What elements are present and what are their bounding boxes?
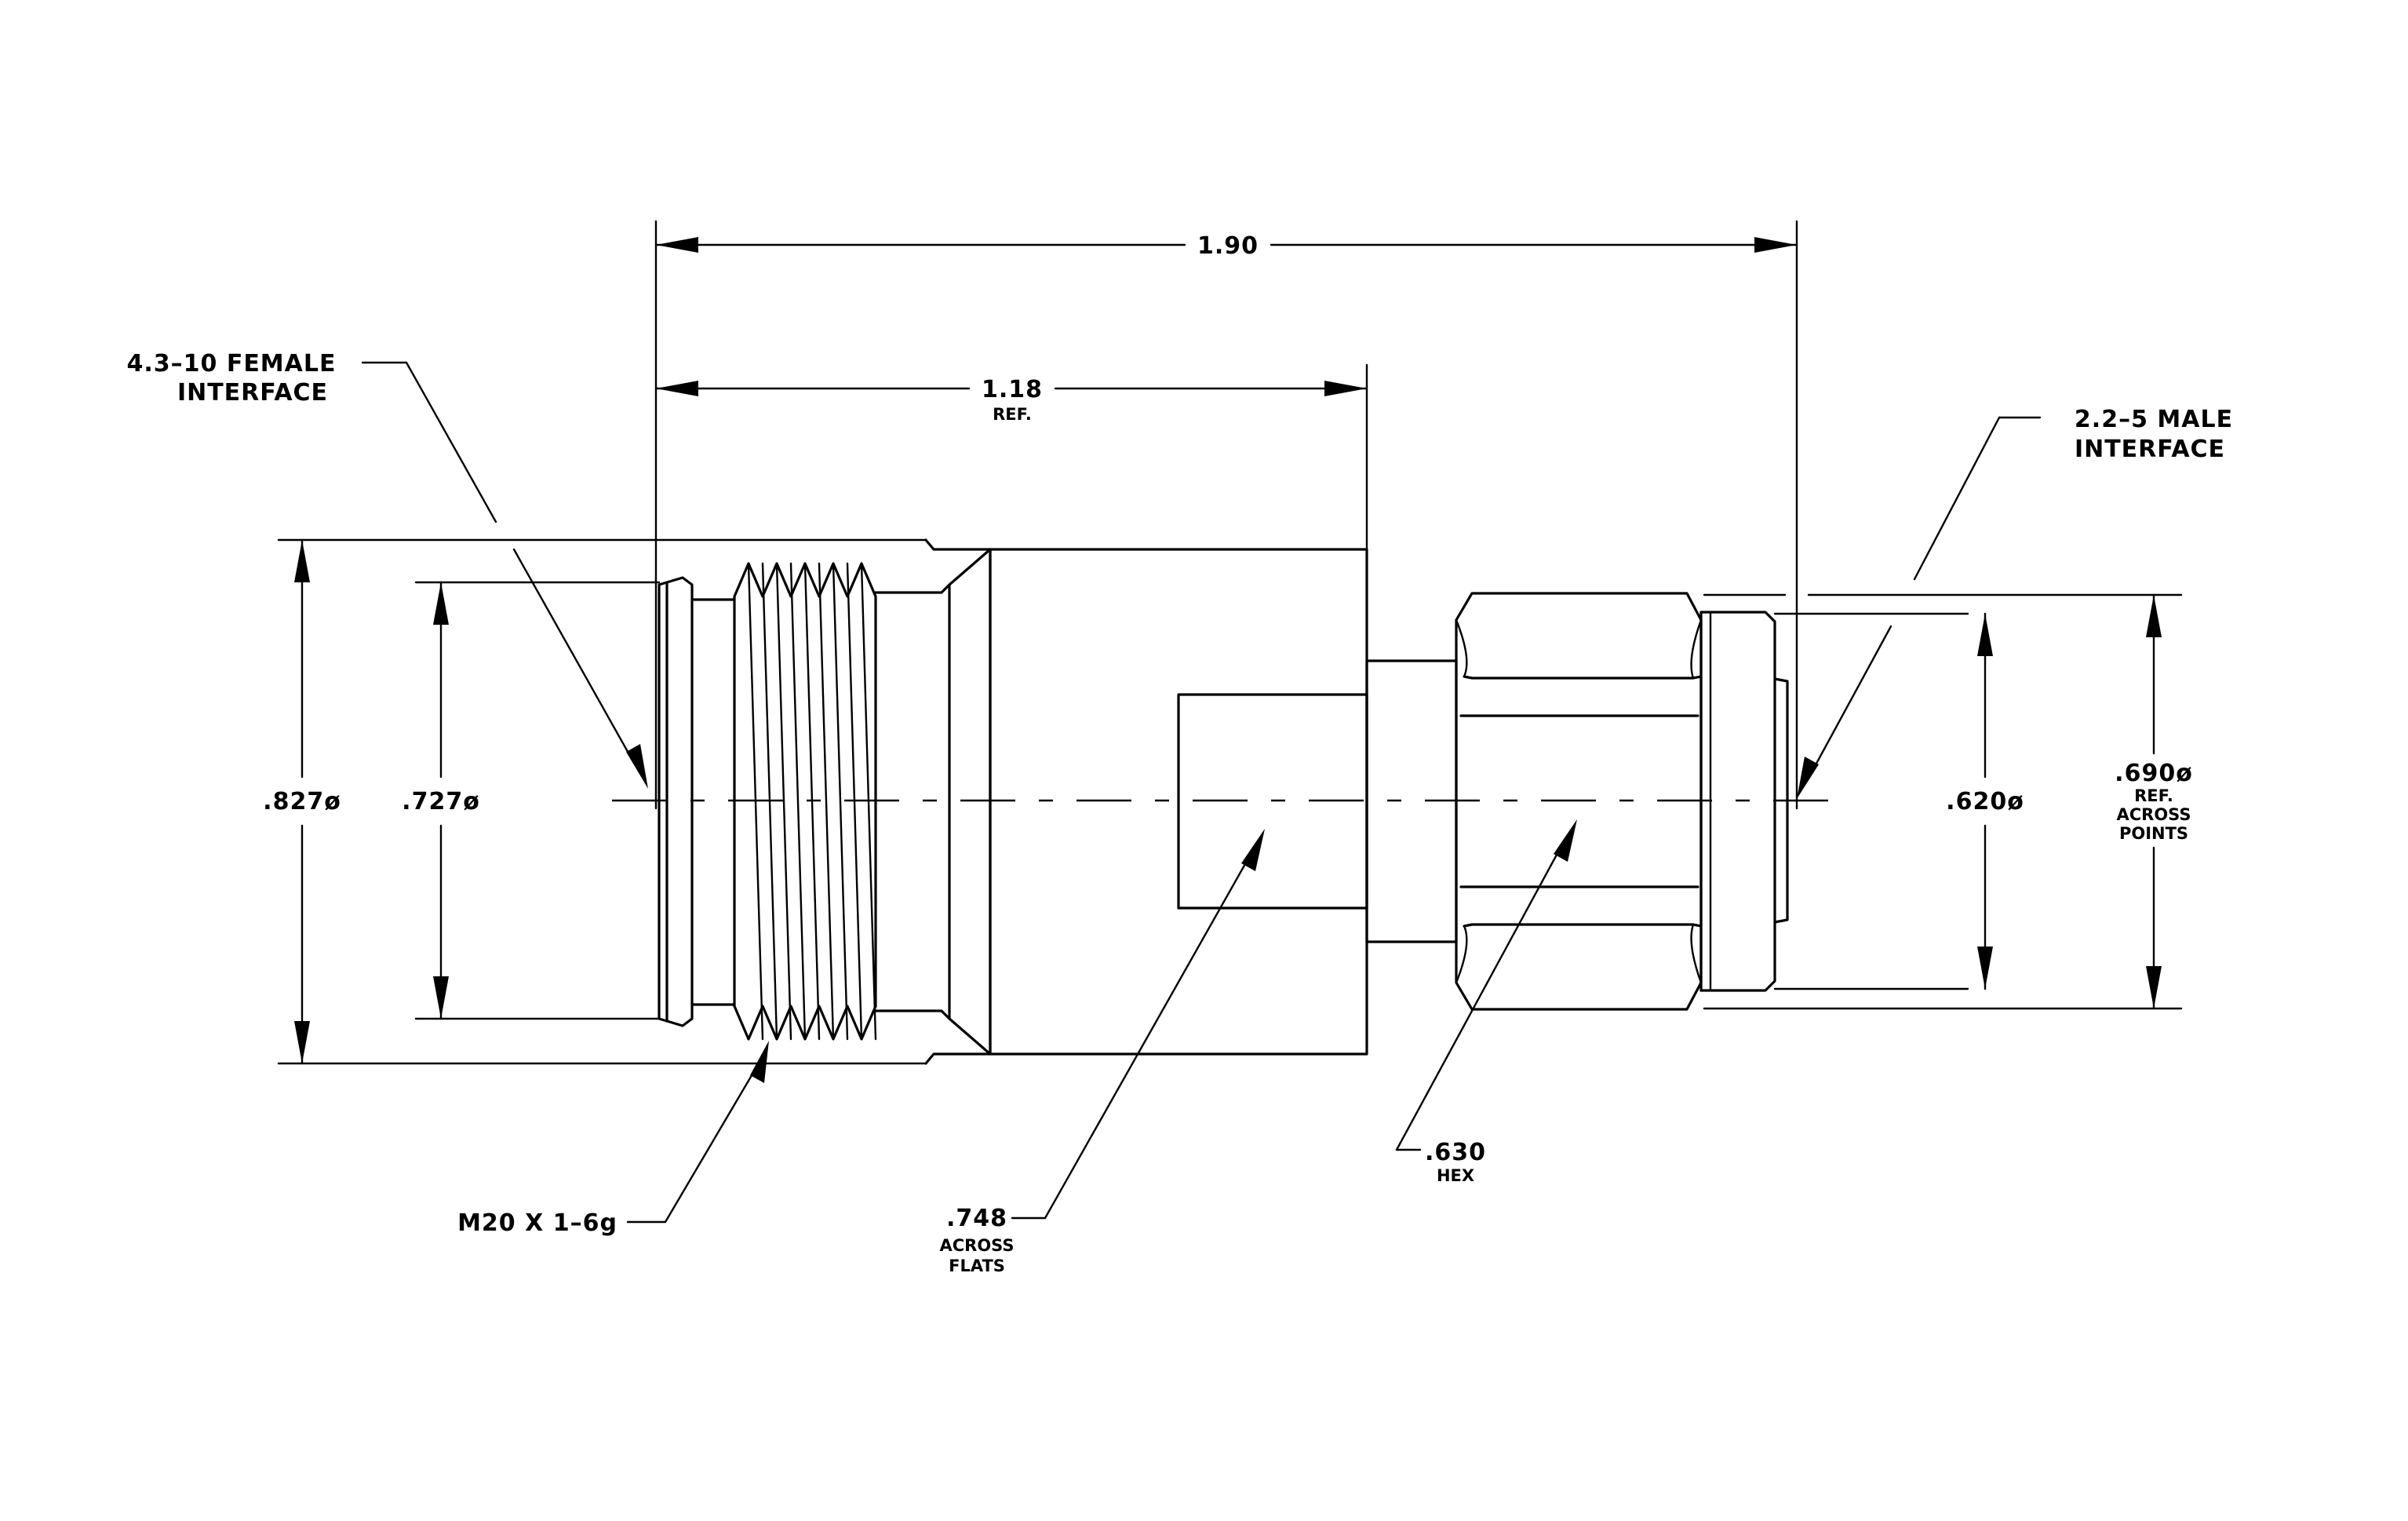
female-interface-line2: INTERFACE [177,379,328,407]
dim-body-length: 1.18 REF. [654,376,1368,424]
male-interface-line2: INTERFACE [2075,436,2225,463]
female-interface-flange [658,576,694,1027]
across-flats-value: .748 [946,1205,1007,1232]
outer-diameter-label: .827ø [263,788,341,815]
male-diameter-label: .620ø [1946,788,2024,815]
callout-across-flats: .748 ACROSS FLATS [940,829,1265,1275]
inner-diameter-label: .727ø [402,788,480,815]
dim-overall-length: 1.90 [654,232,1798,260]
dim-outer-diameter: .827ø [263,538,341,1065]
thread-label: M20 X 1–6g [457,1209,617,1237]
connector-body [658,538,1789,1065]
dim-hex-points: .690ø REF. ACROSS POINTS [2115,593,2193,1010]
dim-male-diameter: .620ø [1946,612,2024,990]
hex-points-label: .690ø [2115,760,2193,787]
dim-inner-diameter: .727ø [402,581,480,1020]
male-interface-line1: 2.2–5 MALE [2075,406,2233,433]
hex-points-points: POINTS [2119,824,2188,843]
callout-female-interface: 4.3–10 FEMALE INTERFACE [126,350,648,789]
hex-nut [1455,592,1703,1011]
female-interface-line1: 4.3–10 FEMALE [126,350,336,378]
across-flats-line3: FLATS [949,1257,1005,1275]
hex-points-across: ACROSS [2117,805,2191,824]
hex-line2: HEX [1437,1166,1474,1185]
overall-length-label: 1.90 [1197,232,1259,260]
across-flats-line2: ACROSS [940,1236,1015,1255]
body-length-ref: REF. [993,405,1032,424]
hex-points-ref: REF. [2134,786,2173,805]
callout-hex: .630 HEX [1395,819,1577,1185]
callout-thread: M20 X 1–6g [457,1041,769,1237]
callout-male-interface: 2.2–5 MALE INTERFACE [1797,406,2233,799]
hex-value: .630 [1425,1139,1486,1166]
body-length-label: 1.18 [982,376,1043,403]
extension-lines [277,220,2183,1065]
